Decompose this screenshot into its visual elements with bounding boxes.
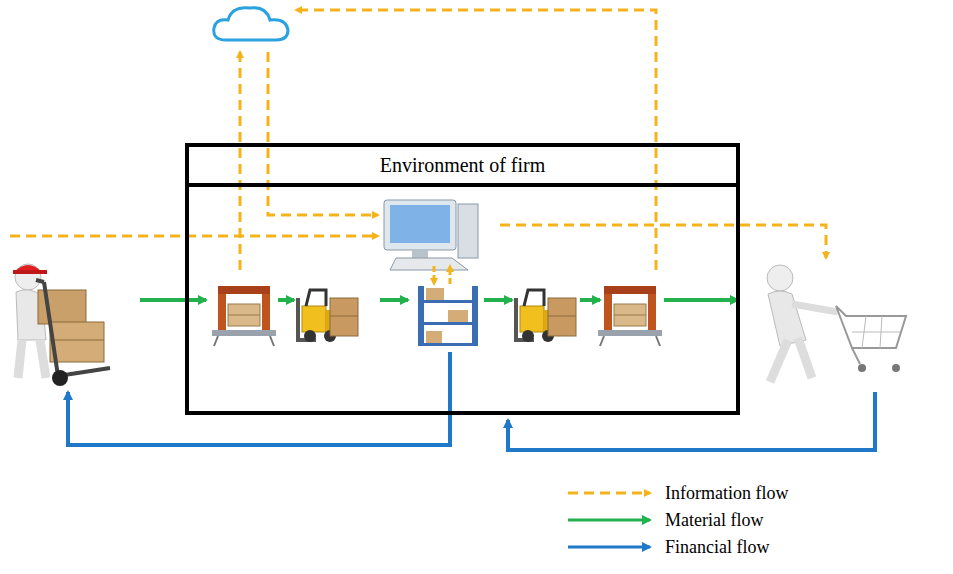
legend-label: Information flow: [665, 482, 788, 504]
firm-boundary-box: Environment of firm: [185, 143, 740, 415]
legend-label: Material flow: [665, 509, 763, 531]
box-heading: Environment of firm: [189, 147, 736, 187]
legend-label: Financial flow: [665, 536, 769, 558]
